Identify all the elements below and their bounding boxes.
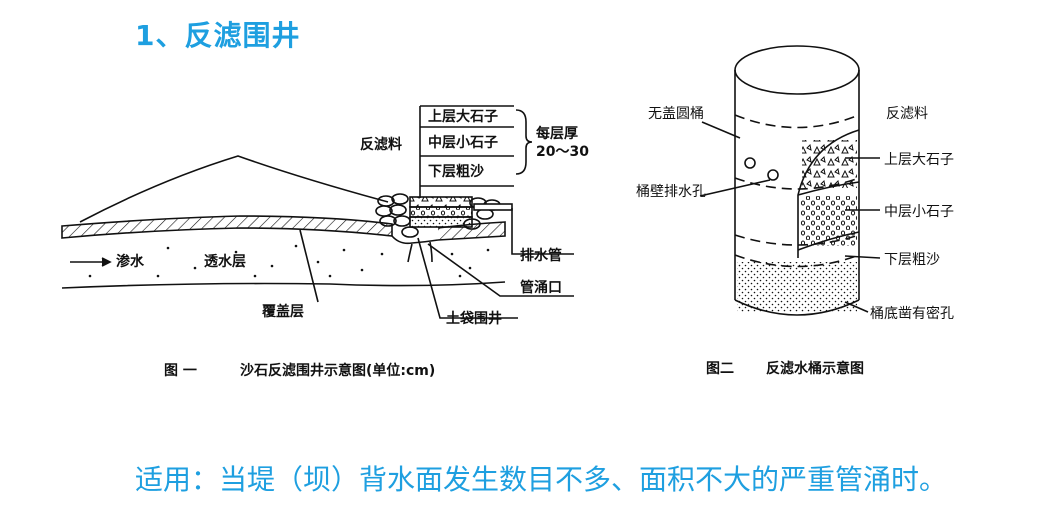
layer-line-1 [734, 114, 860, 129]
well-trench [391, 235, 439, 245]
drain-hole-1 [744, 157, 756, 169]
label-bucket-filter: 反滤料 [886, 106, 928, 122]
boil-arrow-left [407, 243, 413, 263]
leader-bucket [701, 121, 741, 139]
filter-stone-upper [409, 196, 473, 208]
figure-1-number: 图 一 [164, 363, 197, 379]
label-sandbag-well: 土袋围井 [446, 310, 502, 327]
seep-arrow-head [101, 257, 112, 267]
label-bucket-bottom: 桶底凿有密孔 [870, 305, 954, 322]
leader-bottom [844, 301, 869, 313]
label-uncovered-bucket: 无盖圆桶 [648, 106, 704, 122]
figure-2-filter-bucket [699, 45, 881, 316]
permeable-layer-bottom [61, 281, 506, 289]
applicability-note: 适用：当堤（坝）背水面发生数目不多、面积不大的严重管涌时。 [135, 463, 948, 496]
boil-arrow-right [429, 241, 433, 263]
drain-pipe [473, 203, 513, 211]
layer-line-4 [734, 254, 860, 268]
label-permeable-layer: 透水层 [204, 253, 246, 270]
label-filter-material: 反滤料 [360, 136, 402, 153]
label-cover-layer: 覆盖层 [262, 303, 304, 320]
figure-1-caption: 沙石反滤围井示意图(单位:cm) [240, 362, 435, 379]
leader-holes [699, 179, 771, 197]
permeable-layer-dots [88, 244, 490, 278]
bucket-sand-fill [737, 262, 857, 312]
filter-sand-lower [409, 216, 473, 228]
label-boil-outlet: 管涌口 [520, 279, 562, 296]
figure-2-number: 图二 [706, 361, 734, 377]
cover-layer [61, 215, 393, 239]
label-layer-lower: 下层粗沙 [428, 163, 484, 180]
figure-1-sand-gravel-filter-well [61, 105, 574, 319]
leader-bag [417, 237, 518, 319]
leader-cover [299, 229, 319, 303]
label-bucket-layer-upper: 上层大石子 [884, 152, 954, 168]
figure-2-caption: 反滤水桶示意图 [766, 360, 864, 377]
leader-boil [427, 243, 574, 297]
label-thickness-value: 20～30 [536, 144, 589, 160]
levee-mound [79, 155, 389, 223]
bucket-top-rim [734, 45, 860, 95]
label-drain-pipe: 排水管 [520, 247, 562, 264]
label-layer-middle: 中层小石子 [428, 134, 498, 151]
label-seep-water: 渗水 [116, 253, 145, 270]
leader-lower [844, 255, 881, 259]
page-title: 1、反滤围井 [135, 19, 301, 52]
leader-drain [511, 208, 574, 255]
label-bucket-layer-lower: 下层粗沙 [884, 252, 940, 268]
bucket-stone-middle-fill [800, 196, 857, 246]
label-wall-holes: 桶壁排水孔 [636, 184, 706, 200]
label-layer-upper: 上层大石子 [428, 108, 498, 125]
filter-stone-middle [409, 206, 473, 218]
drain-hole-2 [767, 169, 779, 181]
label-thickness: 每层厚 [536, 125, 578, 142]
thickness-brace [515, 109, 533, 175]
label-bucket-layer-middle: 中层小石子 [884, 204, 954, 220]
bucket-stone-upper-fill [802, 140, 857, 188]
